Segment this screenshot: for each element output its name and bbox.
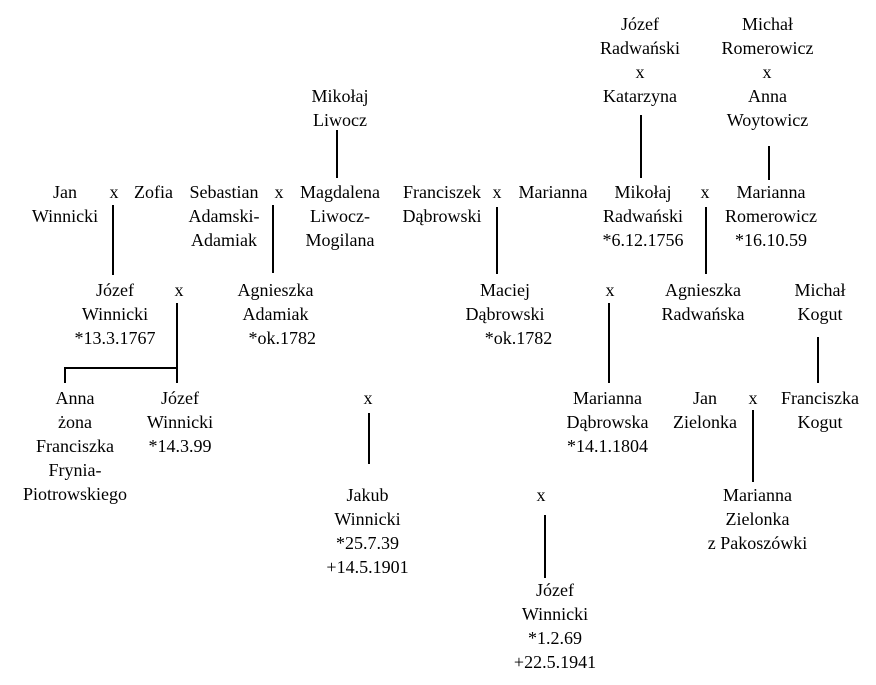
descent-line [112,205,114,275]
descent-line [176,303,178,383]
person-anna-woytowicz: Anna Woytowicz [726,86,809,130]
descent-line [608,303,610,383]
marriage-marker: x [274,182,284,202]
person-zofia: Zofia [134,182,173,202]
descent-line [336,130,338,178]
person-jozef-winnicki-1767: Józef Winnicki *13.3.1767 [74,280,156,348]
marriage-marker: x [748,388,758,408]
person-jozef-radwanski: Józef Radwański [600,14,680,58]
descent-line [272,205,274,273]
marriage-marker: x [536,485,546,505]
descent-line [705,207,707,274]
person-franciszka-kogut: Franciszka Kogut [781,388,859,432]
person-agnieszka-adamiak: Agnieszka Adamiak *ok.1782 [237,280,317,348]
person-maciej-dabrowski: Maciej Dąbrowski *ok.1782 [465,280,553,348]
marriage-marker: x [762,62,772,82]
person-jakub-winnicki: Jakub Winnicki *25.7.39 +14.5.1901 [326,485,409,577]
marriage-marker: x [174,280,184,300]
person-agnieszka-radwanska: Agnieszka Radwańska [661,280,745,324]
person-sebastian-adamski: Sebastian Adamski- Adamiak [188,182,260,250]
descent-line [544,515,546,578]
person-magdalena-liwocz: Magdalena Liwocz- Mogilana [300,182,380,250]
person-marianna-romerowicz: Marianna Romerowicz *16.10.59 [725,182,817,250]
descent-line [640,115,642,178]
marriage-marker: x [605,280,615,300]
person-marianna-dabrowska: Marianna Dąbrowska *14.1.1804 [566,388,649,456]
person-jan-winnicki: Jan Winnicki [31,182,99,226]
descent-line [752,410,754,482]
marriage-marker: x [492,182,502,202]
person-franciszek-dabrowski: Franciszek Dąbrowski [402,182,482,226]
person-katarzyna: Katarzyna [603,86,677,106]
marriage-marker: x [109,182,119,202]
sibling-line [64,367,178,369]
person-marianna-zielonka: Marianna Zielonka z Pakoszówki [707,485,808,553]
person-marianna: Marianna [518,182,588,202]
person-jozef-winnicki-99: Józef Winnicki *14.3.99 [146,388,214,456]
descent-line [768,146,770,180]
person-mikolaj-liwocz: Mikołaj Liwocz [311,86,369,130]
descent-line [64,367,66,383]
descent-line [368,413,370,464]
person-jozef-winnicki-69: Józef Winnicki *1.2.69 +22.5.1941 [513,580,597,672]
person-michal-kogut: Michał Kogut [794,280,846,324]
person-jan-zielonka: Jan Zielonka [673,388,737,432]
descent-line [496,207,498,274]
marriage-marker: x [635,62,645,82]
marriage-marker: x [700,182,710,202]
descent-line [817,337,819,383]
person-anna-frynia: Anna żona Franciszka Frynia- Piotrowskie… [22,388,127,504]
person-mikolaj-radwanski: Mikołaj Radwański *6.12.1756 [602,182,684,250]
person-michal-romerowicz: Michał Romerowicz [721,14,814,58]
marriage-marker: x [363,388,373,408]
